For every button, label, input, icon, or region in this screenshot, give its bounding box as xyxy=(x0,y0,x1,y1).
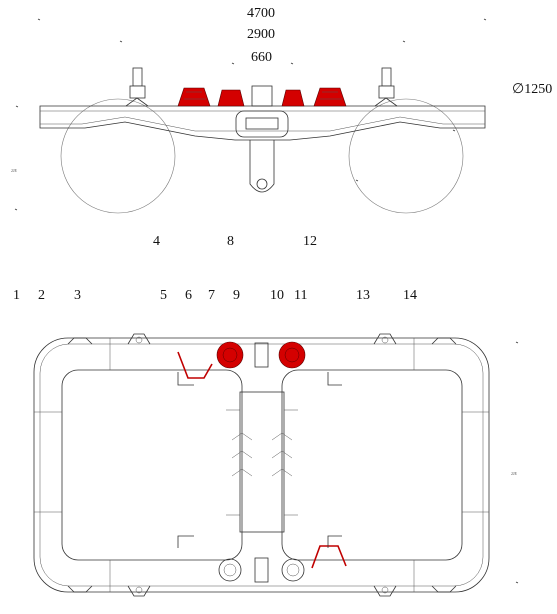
plan-axle-pin-tr xyxy=(381,336,389,344)
plan-bottom-component-right-inner xyxy=(286,563,300,577)
left-upright-base xyxy=(129,85,146,99)
plan-bolster-webbing xyxy=(231,432,293,477)
callout-14: 14 xyxy=(403,288,417,303)
callout-4: 4 xyxy=(153,234,160,249)
plan-red-bracket-top xyxy=(177,351,213,379)
dimension-wheel-diameter: ∅1250 xyxy=(512,82,553,97)
plan-bottom-component-right xyxy=(281,558,305,582)
plan-axle-boxes xyxy=(127,333,397,597)
side-view xyxy=(14,18,487,214)
side-component-details xyxy=(184,91,342,100)
plan-bottom-component-left xyxy=(218,558,242,582)
callout-12: 12 xyxy=(303,234,317,249)
callout-8: 8 xyxy=(227,234,234,249)
callout-1: 1 xyxy=(13,288,20,303)
left-upright xyxy=(132,67,143,87)
plan-red-component-left-inner xyxy=(222,347,238,363)
plan-bolster-stubs xyxy=(226,409,298,516)
callout-2: 2 xyxy=(38,288,45,303)
dimension-overall-length: 4700 xyxy=(247,6,275,21)
callout-9: 9 xyxy=(233,288,240,303)
right-upright xyxy=(381,67,392,87)
plan-red-component-right-inner xyxy=(284,347,300,363)
scale-mark-side: 2JE xyxy=(11,168,17,173)
upright-brackets xyxy=(125,97,398,107)
side-component-left-outer xyxy=(177,87,211,107)
right-upright-base xyxy=(378,85,395,99)
callout-13: 13 xyxy=(356,288,370,303)
center-bolster xyxy=(235,110,289,138)
plan-red-bracket-bottom xyxy=(311,545,347,569)
plan-left-window xyxy=(61,369,243,561)
plan-right-window xyxy=(281,369,463,561)
callout-3: 3 xyxy=(74,288,81,303)
center-bolster-window xyxy=(245,117,279,130)
callout-7: 7 xyxy=(208,288,215,303)
tick-marks xyxy=(14,18,487,211)
side-component-left-inner xyxy=(217,89,245,107)
plan-view xyxy=(33,333,519,597)
hanging-link-pin xyxy=(256,178,268,190)
plan-axle-pin-bl xyxy=(135,586,143,594)
plan-center-block-bottom xyxy=(254,557,269,583)
callout-11: 11 xyxy=(294,288,308,303)
callout-6: 6 xyxy=(185,288,192,303)
plan-tick-marks xyxy=(515,341,519,584)
center-post xyxy=(251,85,273,107)
plan-outer-frame xyxy=(33,337,490,593)
plan-axle-pin-tl xyxy=(135,336,143,344)
plan-center-bolster xyxy=(239,391,285,533)
scale-mark-plan: 2JE xyxy=(511,471,517,476)
callout-5: 5 xyxy=(160,288,167,303)
side-frame-inner xyxy=(40,110,485,132)
plan-cross-members xyxy=(34,338,489,592)
left-wheel xyxy=(60,98,176,214)
plan-bottom-component-left-inner xyxy=(223,563,237,577)
plan-red-component-right xyxy=(278,341,306,369)
plan-red-component-left xyxy=(216,341,244,369)
plan-center-block-top xyxy=(254,342,269,368)
side-component-right-outer xyxy=(313,87,347,107)
plan-brake-brackets xyxy=(177,372,342,548)
dimension-wheelbase: 2900 xyxy=(247,27,275,42)
hanging-link xyxy=(249,140,275,193)
plan-corner-bosses xyxy=(67,337,457,593)
plan-axle-pin-br xyxy=(381,586,389,594)
side-frame xyxy=(39,105,486,141)
right-wheel xyxy=(348,98,464,214)
plan-outer-frame-inner xyxy=(39,343,484,587)
callout-10: 10 xyxy=(270,288,284,303)
side-component-right-inner xyxy=(281,89,305,107)
dimension-center-spacing: 660 xyxy=(251,50,272,65)
